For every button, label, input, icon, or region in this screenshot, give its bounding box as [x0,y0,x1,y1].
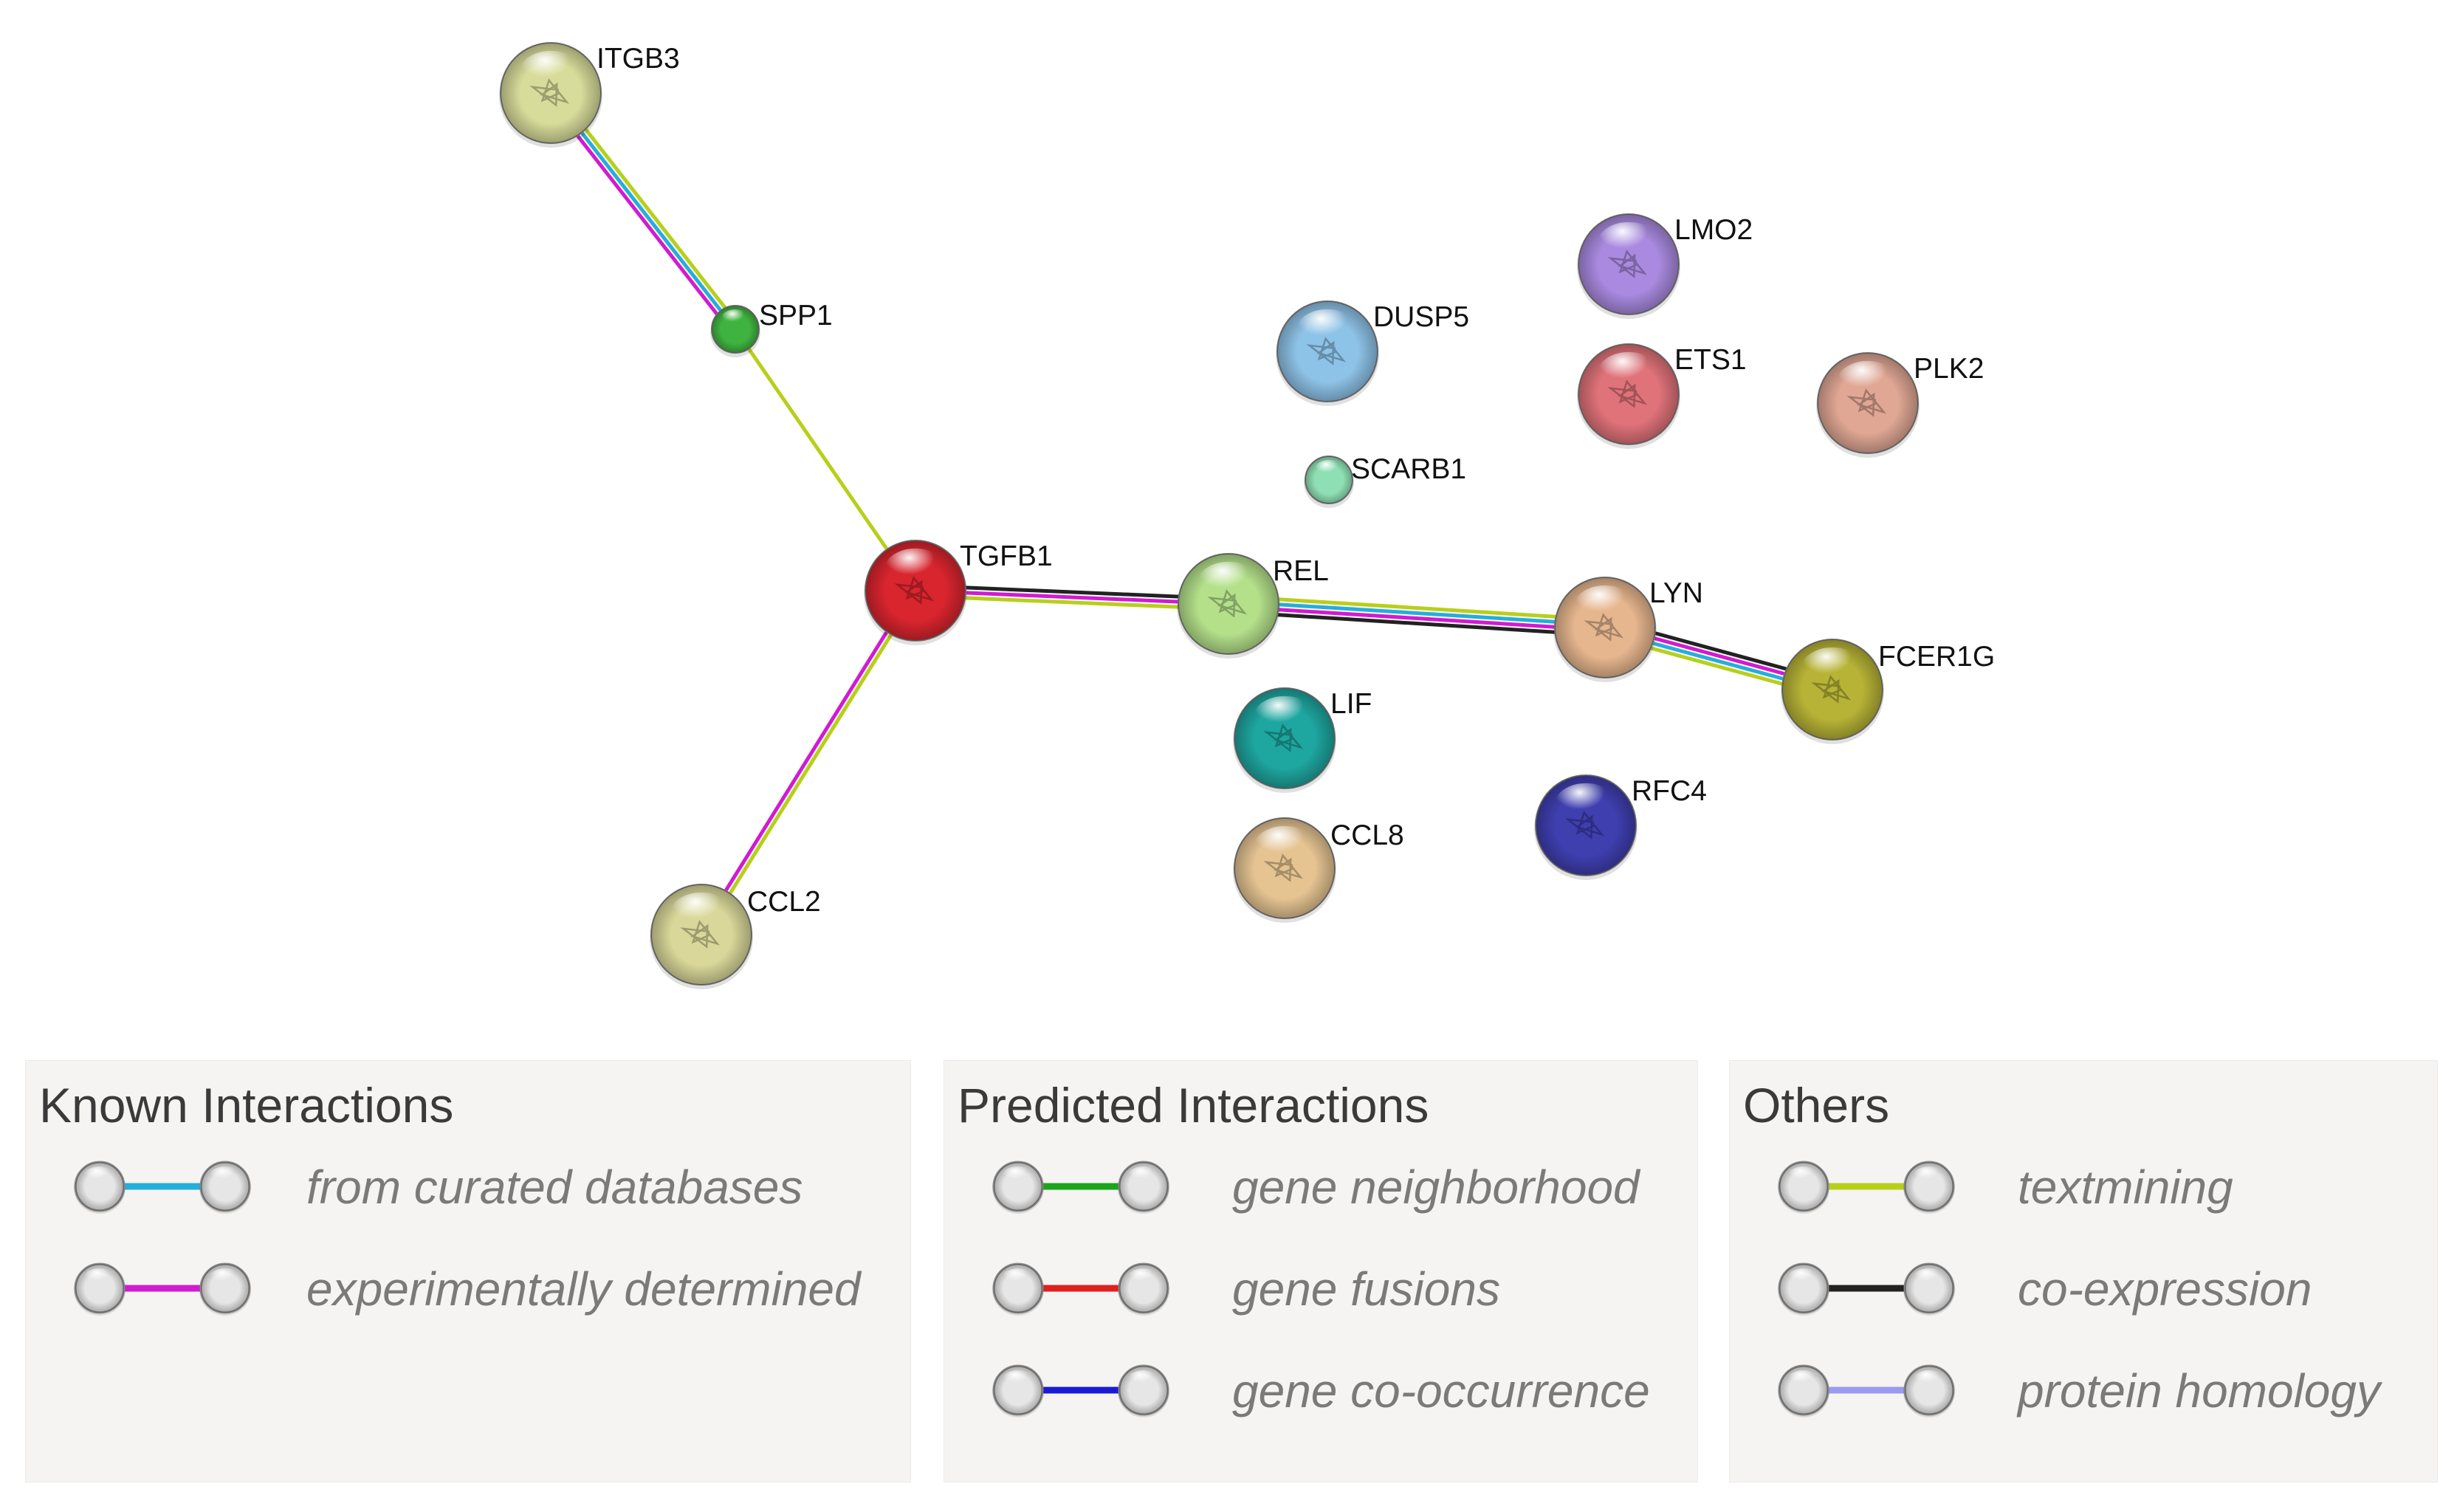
structure-icon [1811,675,1852,704]
legend-label: gene fusions [1232,1262,1500,1316]
node-label-itgb3: ITGB3 [597,43,680,75]
legend-label: from curated databases [306,1161,803,1214]
structure-icon [1607,250,1648,278]
edge-tgfb1-ccl2-textmining[interactable] [701,591,920,938]
structure-icon [1584,613,1624,642]
node-lyn[interactable]: LYN [1553,577,1703,682]
legend-label: co-expression [2018,1262,2312,1316]
edge-rel-lyn-experimental[interactable] [1228,604,1605,632]
legend-others: Others textmining co-expression protein … [1729,1060,2438,1482]
legend-sample-neighborhood [992,1161,1169,1214]
structure-icon [680,920,721,949]
structure-icon [1607,379,1648,408]
legend-sample-homology [1778,1364,1955,1418]
legend-sample-textmining [1778,1161,1955,1214]
node-label-lyn: LYN [1649,577,1703,609]
legend-predicted-interactions: Predicted Interactions gene neighborhood… [944,1060,1698,1482]
node-label-plk2: PLK2 [1914,353,1984,385]
legend-item-textmining: textmining [1730,1150,2437,1223]
node-label-ccl2: CCL2 [747,886,821,918]
node-ccl2[interactable]: CCL2 [650,884,821,989]
node-label-scarb1: SCARB1 [1351,453,1466,485]
node-label-dusp5: DUSP5 [1373,301,1469,333]
structure-icon [1564,811,1605,839]
edge-tgfb1-rel-textmining[interactable] [915,594,1228,611]
node-label-rfc4: RFC4 [1632,775,1707,807]
legend-item-homology: protein homology [1730,1353,2437,1427]
legend-item-coexpression: co-expression [1730,1251,2437,1325]
edge-rel-lyn-coexpression[interactable] [1228,609,1605,637]
node-fcer1g[interactable]: FCER1G [1781,639,1995,744]
legend-title-predicted: Predicted Interactions [958,1078,1429,1133]
node-scarb1[interactable]: SCARB1 [1304,453,1466,508]
legend-sample-experimental [74,1262,251,1316]
edge-tgfb1-ccl2-experimental[interactable] [697,588,915,935]
legend-item-curated: from curated databases [26,1150,910,1223]
legend-sample-coexpression [1778,1262,1955,1316]
node-ccl8[interactable]: CCL8 [1233,817,1404,923]
node-plk2[interactable]: PLK2 [1816,352,1984,458]
edge-spp1-tgfb1-textmining[interactable] [733,328,918,592]
edge-rel-lyn-curated[interactable] [1228,599,1606,628]
node-label-ccl8: CCL8 [1330,819,1404,851]
legend-title-known: Known Interactions [39,1078,454,1133]
structure-icon [1306,337,1347,365]
legend-label: experimentally determined [306,1262,861,1316]
node-label-tgfb1: TGFB1 [960,540,1053,572]
node-dusp5[interactable]: DUSP5 [1276,300,1469,406]
legend-sample-fusion [992,1262,1169,1316]
node-spp1[interactable]: SPP1 [710,300,833,357]
structure-icon [1207,589,1248,618]
node-label-spp1: SPP1 [759,300,833,331]
node-label-rel: REL [1273,555,1329,587]
structure-icon [1263,853,1304,882]
legend-sample-cooccurrence [992,1364,1169,1418]
legend-known-interactions: Known Interactions from curated database… [25,1060,911,1482]
node-label-lif: LIF [1330,688,1372,720]
legend-label: gene neighborhood [1232,1161,1640,1214]
legend-label: gene co-occurrence [1232,1364,1650,1418]
structure-icon [894,576,935,605]
node-itgb3[interactable]: ITGB3 [499,42,680,148]
legend-title-others: Others [1743,1078,1890,1133]
node-tgfb1[interactable]: TGFB1 [864,540,1053,645]
legend-label: textmining [2018,1161,2233,1214]
legend-item-neighborhood: gene neighborhood [944,1150,1697,1223]
legend-item-cooccurrence: gene co-occurrence [944,1353,1697,1427]
legend-item-fusion: gene fusions [944,1251,1697,1325]
node-lmo2[interactable]: LMO2 [1577,213,1753,319]
node-ets1[interactable]: ETS1 [1577,343,1747,449]
legend-item-experimental: experimentally determined [26,1251,910,1325]
structure-icon [1846,388,1887,417]
structure-icon [1263,724,1304,752]
node-label-fcer1g: FCER1G [1878,641,1995,673]
legend-sample-curated [74,1161,251,1214]
edge-tgfb1-rel-experimental[interactable] [915,588,1229,606]
node-label-lmo2: LMO2 [1674,214,1753,246]
edge-rel-lyn-textmining[interactable] [1228,594,1606,622]
edge-tgfb1-rel-coexpression[interactable] [915,583,1229,601]
node-rfc4[interactable]: RFC4 [1534,774,1707,880]
node-rel[interactable]: REL [1177,553,1329,659]
node-label-ets1: ETS1 [1674,344,1747,376]
structure-icon [529,78,570,107]
node-lif[interactable]: LIF [1233,687,1372,793]
legend-label: protein homology [2018,1364,2380,1418]
